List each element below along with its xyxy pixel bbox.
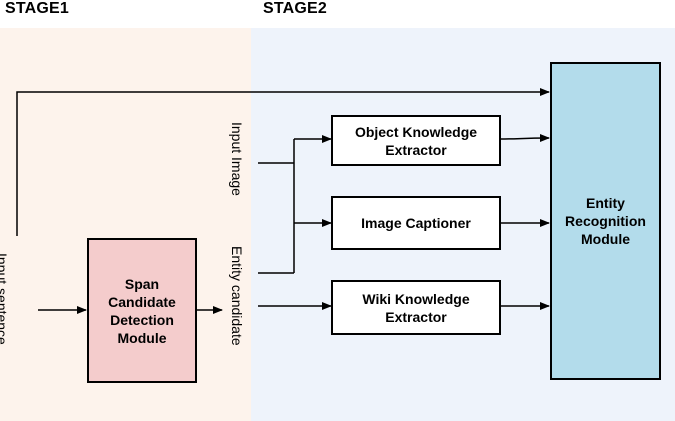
image-captioner-box: Image Captioner: [331, 196, 501, 250]
stage1-title: STAGE1: [5, 0, 70, 17]
span-detection-box: Span Candidate Detection Module: [87, 238, 197, 383]
stage2-title: STAGE2: [263, 0, 328, 17]
object-to-entity-arrow: [500, 134, 550, 143]
entity-candidate-label: Entity candidate: [229, 246, 245, 346]
input-sentence-label: Input sentence: [0, 253, 10, 345]
entity-recognition-box: Entity Recognition Module: [550, 62, 661, 380]
sentence-to-entity-arrow: [16, 88, 550, 236]
input-image-label: Input Image: [229, 122, 245, 196]
object-extractor-box: Object Knowledge Extractor: [331, 115, 501, 166]
wiki-extractor-box: Wiki Knowledge Extractor: [331, 280, 501, 335]
